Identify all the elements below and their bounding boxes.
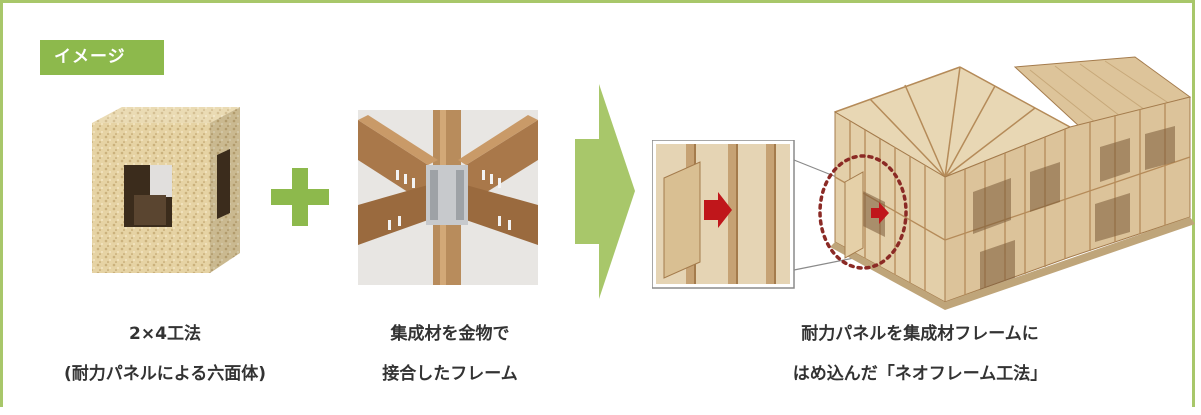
caption-result-line1: 耐力パネルを集成材フレームに	[801, 324, 1039, 344]
caption-result-line2: はめ込んだ「ネオフレーム工法」	[792, 364, 1048, 384]
caption-result: 耐力パネルを集成材フレームに はめ込んだ「ネオフレーム工法」	[720, 314, 1120, 394]
caption-joint-line1: 集成材を金物で	[390, 324, 510, 344]
caption-panel-line2: (耐力パネルによる六面体)	[63, 364, 267, 384]
caption-joint-line2: 接合したフレーム	[382, 364, 518, 384]
plus-icon	[271, 168, 329, 226]
image-badge: イメージ	[40, 40, 164, 75]
panel-cube-illustration	[92, 107, 240, 273]
caption-panel-line1: 2×4工法	[129, 324, 201, 344]
transition-arrow	[575, 84, 635, 299]
house-frame-illustration	[818, 56, 1195, 310]
caption-panel: 2×4工法 (耐力パネルによる六面体)	[20, 314, 310, 394]
outer-frame	[0, 0, 1195, 407]
zoom-inset-illustration	[652, 140, 885, 289]
frame-joint-illustration	[358, 110, 538, 285]
caption-joint: 集成材を金物で 接合したフレーム	[340, 314, 560, 394]
